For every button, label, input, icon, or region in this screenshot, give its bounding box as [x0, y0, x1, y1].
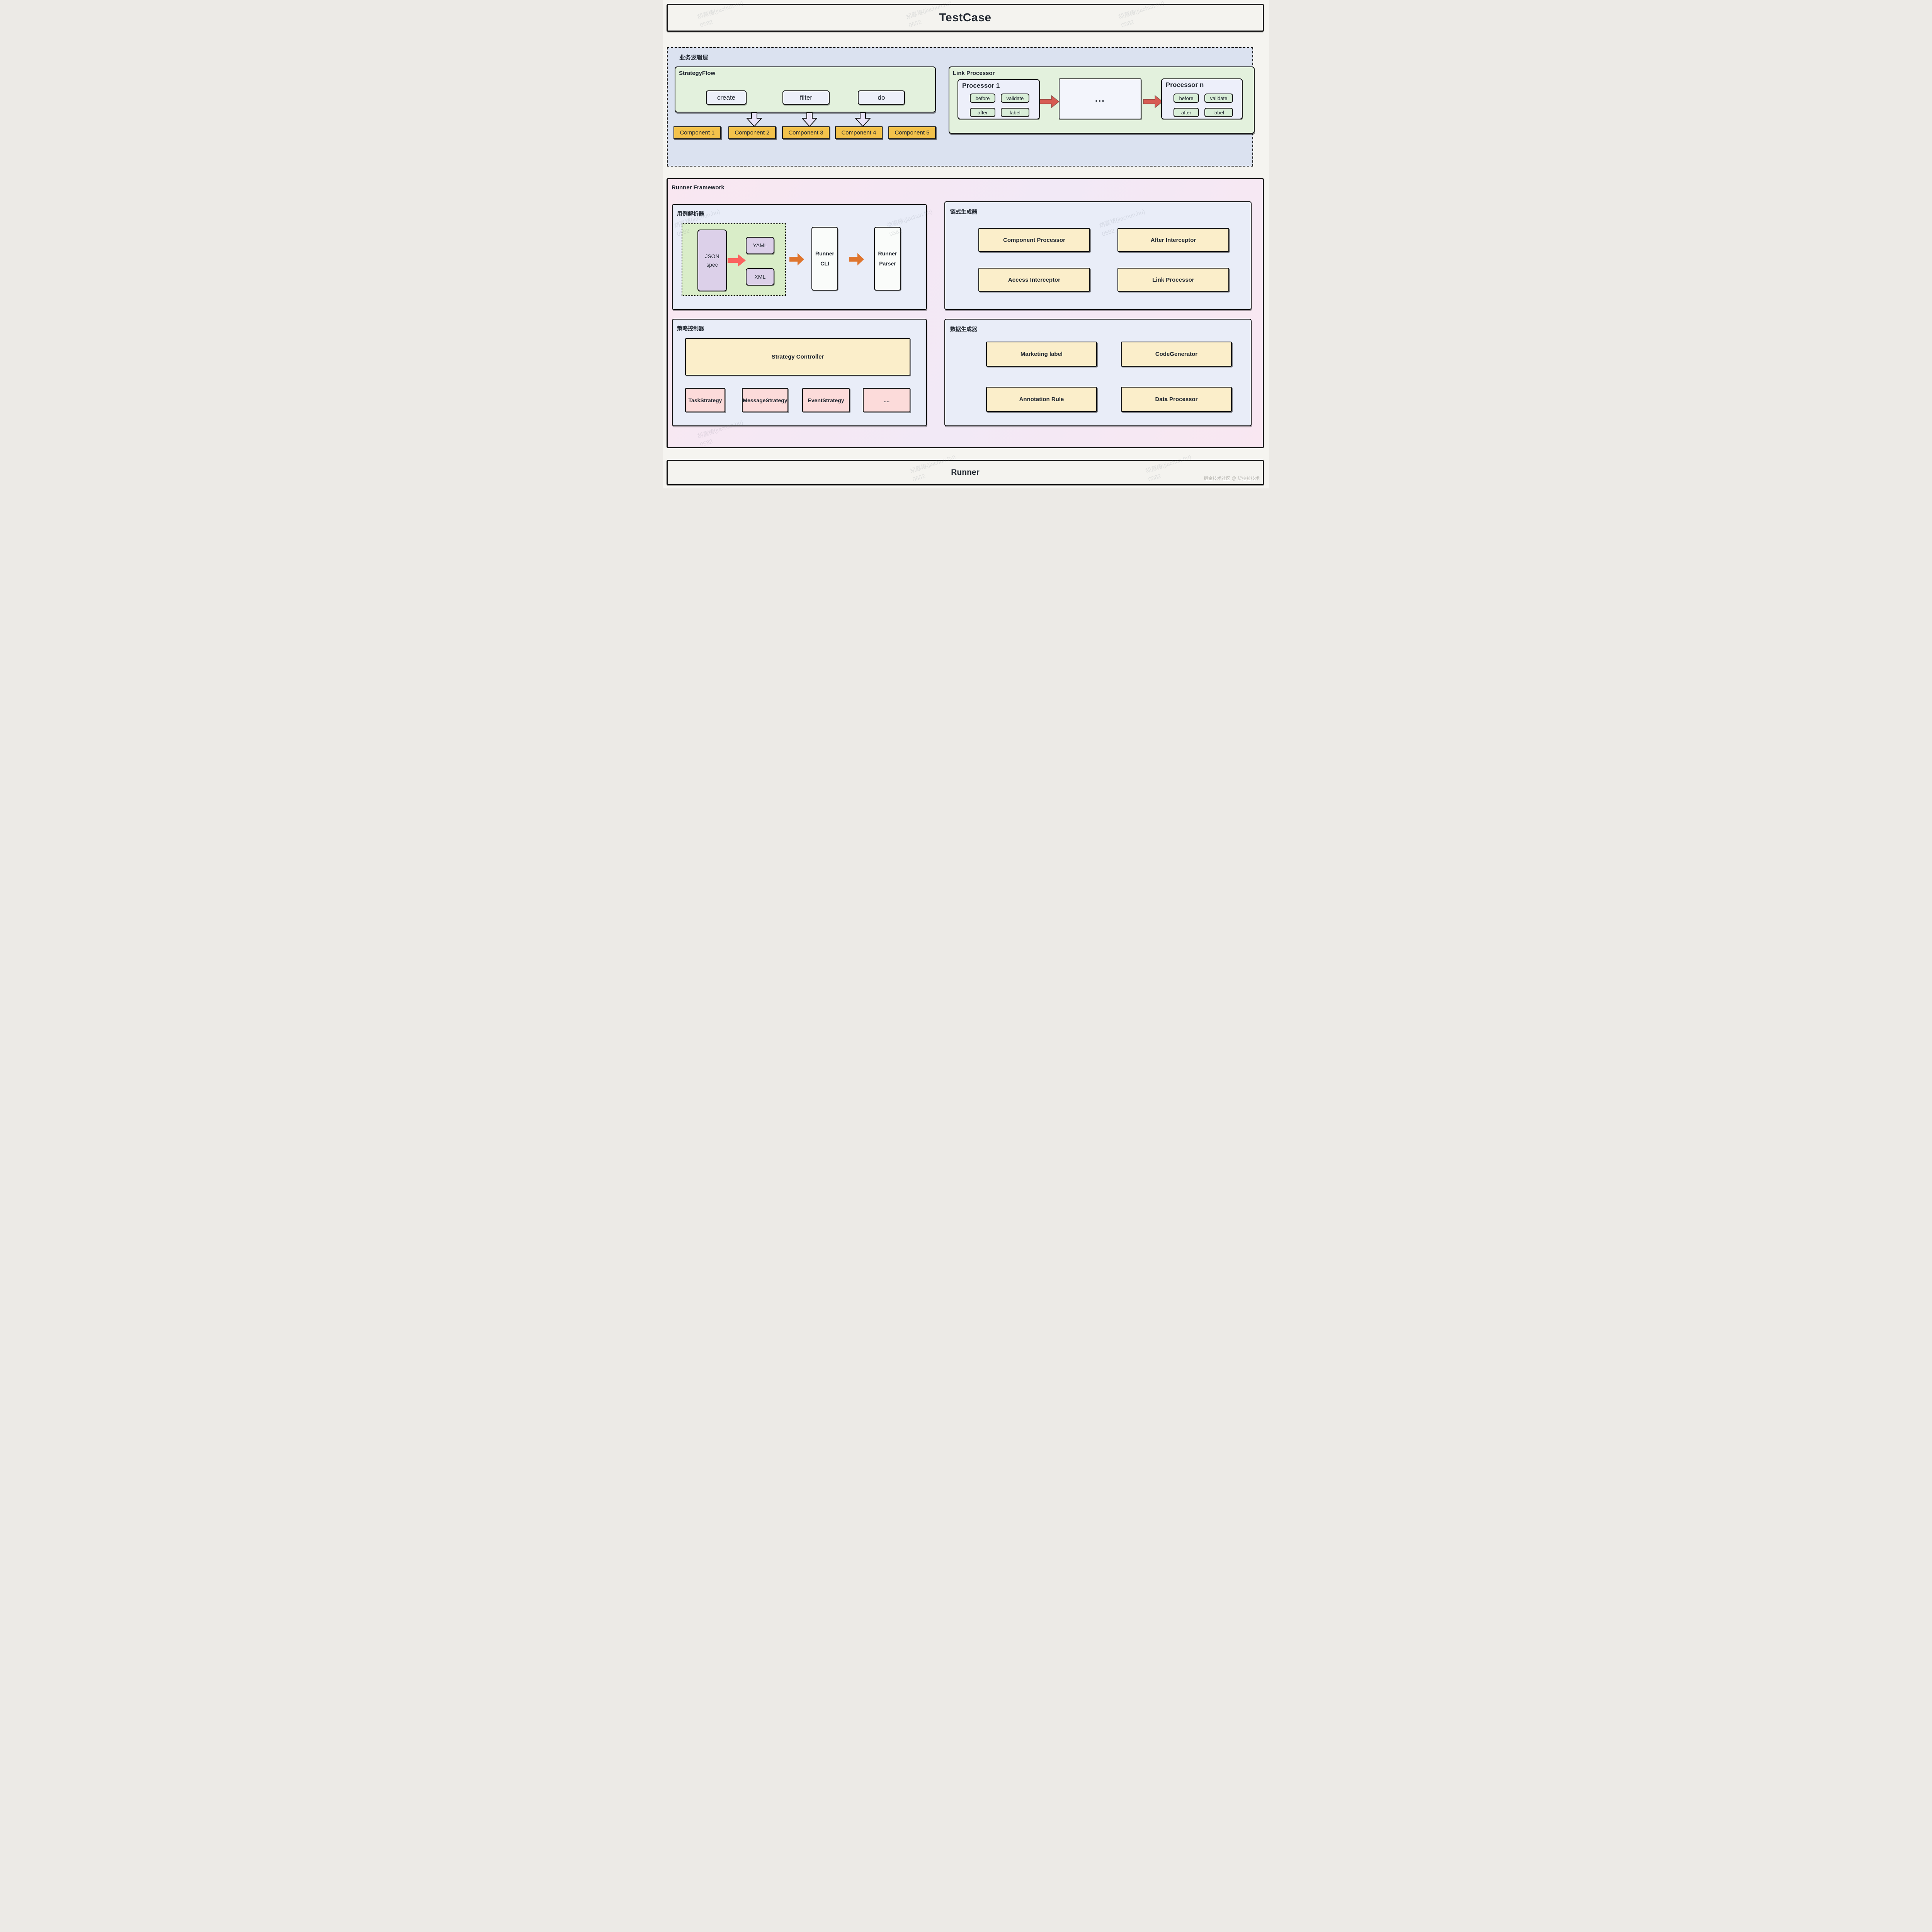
component-node: Component 2: [728, 126, 776, 139]
component-node: Component 4: [835, 126, 883, 139]
json-spec-node: JSON spec: [697, 230, 727, 291]
data-node: Annotation Rule: [986, 387, 1097, 412]
credit-watermark: 掘金技术社区 @ 货拉拉技术: [1204, 476, 1260, 481]
strategy-step-create: create: [706, 90, 747, 105]
case-parser-panel: 用例解析器 JSON spec YAML XML Runner CLI Runn…: [672, 204, 927, 310]
chain-generator-label: 链式生成器: [950, 209, 977, 215]
strategy-controller-panel: 策略控制器 Strategy Controller TaskStrategy M…: [672, 319, 927, 426]
data-node: Data Processor: [1121, 387, 1232, 412]
processor-node-last: Processor n before validate after label: [1161, 78, 1243, 119]
data-node: CodeGenerator: [1121, 342, 1232, 367]
business-logic-layer: 业务逻辑层 StrategyFlow create filter do Comp…: [667, 47, 1255, 167]
flow-arrow-down-icon: [746, 112, 763, 127]
xml-node: XML: [746, 268, 774, 286]
strategy-step-do: do: [858, 90, 905, 105]
hook-before: before: [1173, 94, 1199, 103]
chain-node: Access Interceptor: [978, 268, 1090, 292]
flow-arrow-right-icon: [1143, 95, 1163, 108]
runner-footer-bar: Runner: [667, 460, 1264, 485]
flow-arrow-right-icon: [789, 253, 804, 265]
architecture-diagram: 胡嘉椿(jiachun.hu)0582 胡嘉椿(jiachun.hu)0582 …: [663, 0, 1269, 488]
chain-node: Component Processor: [978, 228, 1090, 252]
strategy-controller-node: Strategy Controller: [685, 338, 910, 376]
hook-validate: validate: [1204, 94, 1233, 103]
flow-arrow-right-icon: [728, 254, 746, 267]
strategy-node: MessageStrategy: [742, 388, 788, 412]
runner-framework-label: Runner Framework: [672, 184, 724, 191]
component-node: Component 5: [888, 126, 936, 139]
hook-after: after: [970, 108, 995, 117]
flow-arrow-right-icon: [1039, 95, 1060, 108]
hook-label: label: [1204, 108, 1233, 117]
runner-framework-section: Runner Framework 用例解析器 JSON spec YAML XM…: [667, 178, 1264, 448]
runner-footer-title: Runner: [951, 468, 980, 477]
processor-title: Processor 1: [962, 82, 1000, 89]
processor-title: Processor n: [1166, 81, 1204, 88]
data-generator-panel: 数据生成器 Marketing label CodeGenerator Anno…: [944, 319, 1252, 426]
component-node: Component 3: [782, 126, 830, 139]
testcase-title: TestCase: [939, 11, 992, 24]
strategy-controller-label: 策略控制器: [677, 325, 704, 332]
chain-generator-panel: 链式生成器 Component Processor After Intercep…: [944, 201, 1252, 310]
hook-after: after: [1173, 108, 1199, 117]
flow-arrow-right-icon: [849, 253, 864, 265]
processor-ellipsis-node: ...: [1059, 78, 1141, 119]
strategy-flow-label: StrategyFlow: [679, 70, 716, 77]
hook-before: before: [970, 94, 995, 103]
chain-node: Link Processor: [1117, 268, 1229, 292]
flow-arrow-down-icon: [854, 112, 871, 127]
yaml-node: YAML: [746, 237, 774, 254]
component-node: Component 1: [673, 126, 721, 139]
hook-label: label: [1001, 108, 1029, 117]
runner-cli-node: Runner CLI: [811, 227, 838, 291]
data-generator-label: 数据生成器: [950, 326, 977, 332]
link-processor-panel: Link Processor Processor 1 before valida…: [949, 66, 1255, 134]
strategy-flow-panel: StrategyFlow create filter do: [675, 66, 936, 112]
hook-validate: validate: [1001, 94, 1029, 103]
data-node: Marketing label: [986, 342, 1097, 367]
strategy-node: ....: [863, 388, 910, 412]
strategy-step-filter: filter: [782, 90, 830, 105]
spec-source-group: JSON spec YAML XML: [682, 223, 786, 296]
testcase-header: TestCase: [667, 4, 1264, 32]
case-parser-label: 用例解析器: [677, 211, 704, 217]
chain-node: After Interceptor: [1117, 228, 1229, 252]
strategy-node: TaskStrategy: [685, 388, 725, 412]
processor-node-first: Processor 1 before validate after label: [957, 79, 1040, 119]
flow-arrow-down-icon: [801, 112, 818, 127]
strategy-node: EventStrategy: [802, 388, 850, 412]
link-processor-label: Link Processor: [953, 70, 995, 77]
business-layer-label: 业务逻辑层: [679, 54, 709, 61]
runner-parser-node: Runner Parser: [874, 227, 901, 291]
